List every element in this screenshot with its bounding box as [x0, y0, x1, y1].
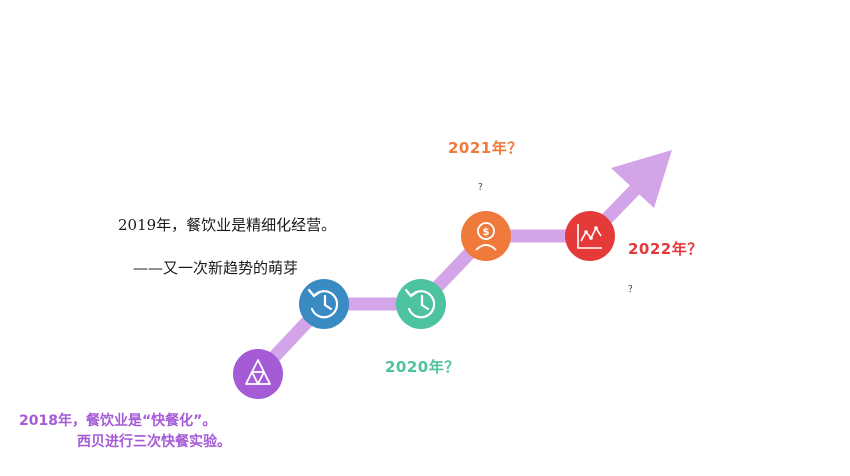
label-2021-year: 2021年？ — [448, 139, 523, 157]
label-2018-line2: 西贝进行三次快餐实验。 — [77, 434, 231, 450]
dollar-glyph: $ — [483, 227, 490, 238]
history-clock-icon — [404, 288, 436, 319]
label-2022-year: 2022年？ — [628, 240, 703, 258]
milestone-2018 — [233, 349, 283, 399]
arrow-head — [611, 150, 672, 208]
label-2019-line2: ——又一次新趋势的萌芽 — [133, 259, 299, 277]
money-person-icon — [475, 222, 497, 251]
label-2021-sub: ？ — [478, 183, 488, 193]
timeline-path — [251, 165, 659, 381]
milestone-2021: $ — [461, 211, 511, 261]
milestone-2019 — [299, 279, 349, 329]
label-2022-sub: ？ — [628, 285, 638, 295]
label-2018-line1: 2018年，餐饮业是“快餐化”。 — [19, 413, 217, 429]
triangle-pyramid-icon — [245, 359, 271, 385]
label-2020-year: 2020年？ — [385, 358, 460, 376]
milestone-2022 — [565, 211, 615, 261]
milestone-2020 — [396, 279, 446, 329]
history-clock-icon — [307, 288, 339, 319]
label-2019-line1: 2019年，餐饮业是精细化经营。 — [118, 216, 337, 234]
